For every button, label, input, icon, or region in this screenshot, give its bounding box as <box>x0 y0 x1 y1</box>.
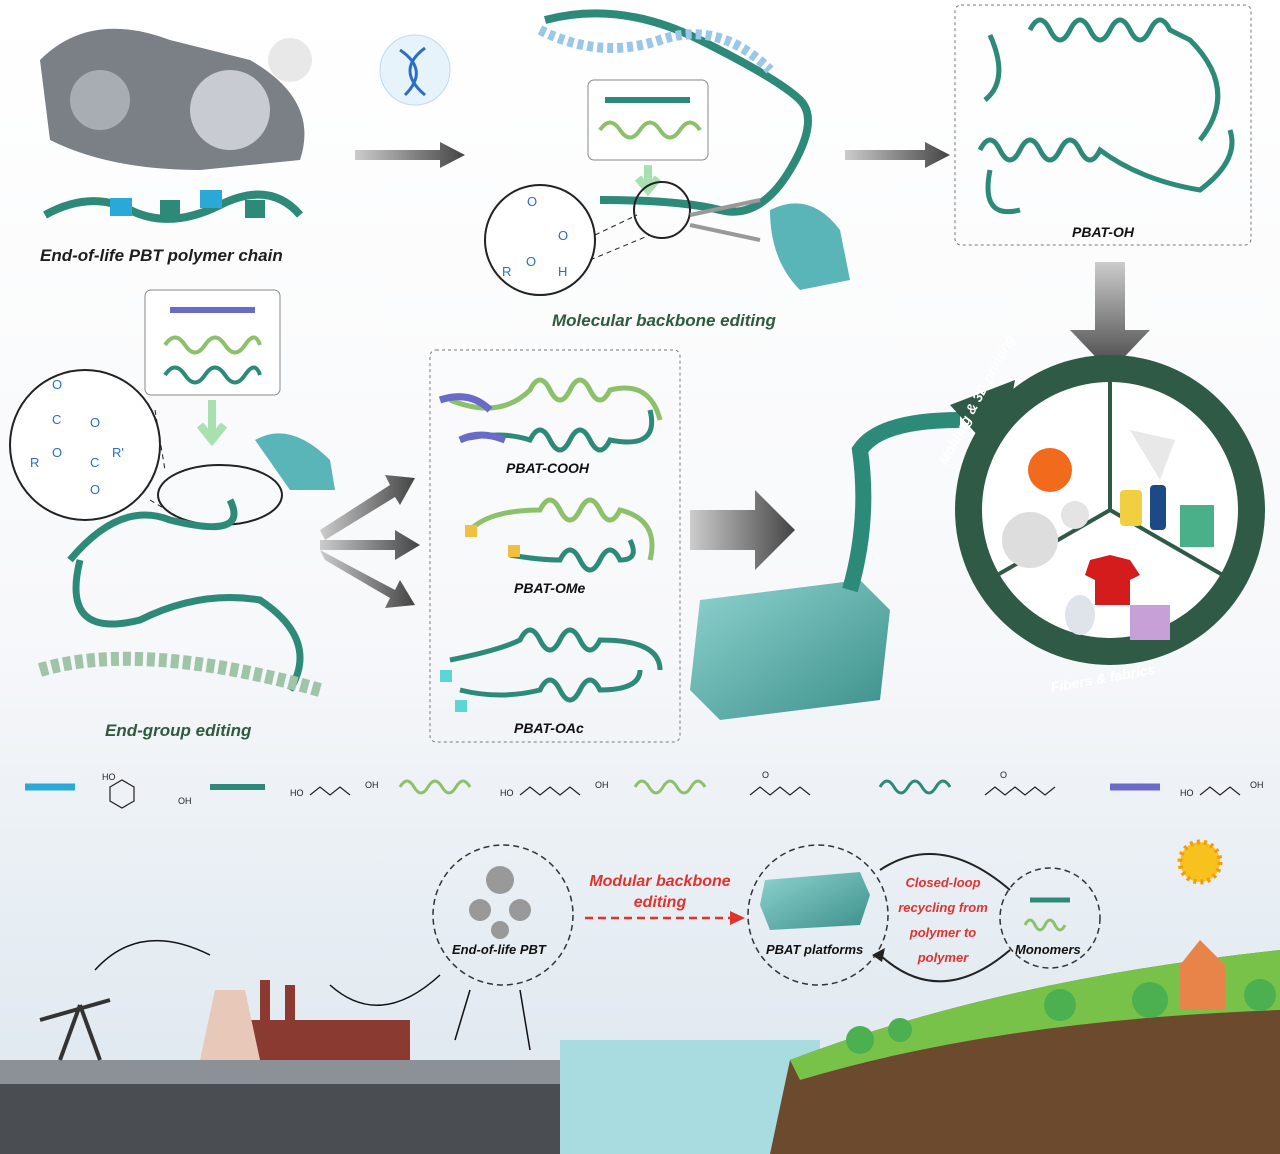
chem-label: HO <box>102 772 116 782</box>
factory-icon <box>250 980 410 1060</box>
inset-atom: R <box>30 455 40 470</box>
eol-pbt-label: End-of-life PBT <box>452 942 546 957</box>
inset-atom: O <box>52 377 63 392</box>
inset-atom: R <box>502 264 512 279</box>
pbat-cooh-label: PBAT-COOH <box>506 460 589 476</box>
arrow-right-icon <box>355 142 465 168</box>
inset-atom: O <box>90 482 101 497</box>
pbt-chain <box>43 190 304 223</box>
inset-atom: O <box>527 194 538 209</box>
chem-label: HO <box>1180 788 1194 798</box>
pbat-oh-label: PBAT-OH <box>1072 224 1134 240</box>
towels-icon <box>1130 605 1170 640</box>
inset-atom: O <box>90 415 101 430</box>
trees-icon <box>846 979 1276 1054</box>
yarn-icon <box>1065 595 1095 635</box>
end-group-inset-circle <box>9 369 161 521</box>
chem-label: HO <box>290 788 304 798</box>
inset-atom: C <box>52 412 62 427</box>
chem-label: OH <box>365 780 379 790</box>
bag-icon <box>1180 505 1214 547</box>
legend-icons <box>25 779 1241 809</box>
closed-loop-line1: Closed-loop <box>905 875 981 890</box>
backbone-inset-circle <box>484 184 596 296</box>
closed-loop-line3: polymer to <box>909 925 977 940</box>
bottle-icon <box>1120 490 1142 526</box>
inset-atom: O <box>52 445 63 460</box>
sun-icon <box>1177 839 1223 885</box>
gloved-hand-icon <box>770 203 850 290</box>
arrow-right-icon <box>845 142 950 168</box>
chem-label: OH <box>1250 780 1264 790</box>
closed-loop-line4: polymer <box>917 950 969 965</box>
closed-loop-line2: recycling from <box>898 900 988 915</box>
inset-atom: R' <box>112 445 124 460</box>
arrow-down-icon <box>1070 262 1150 372</box>
chem-label: OH <box>595 780 609 790</box>
chem-label: HO <box>500 788 514 798</box>
plastic-products-icon <box>40 28 312 170</box>
gloved-hand-icon <box>255 433 335 490</box>
branch-arrows-icon <box>320 475 420 608</box>
pbat-platforms-label: PBAT platforms <box>766 942 864 957</box>
chem-label: O <box>1000 770 1008 780</box>
modular-editing-label-line2: editing <box>633 894 687 911</box>
pbat-platforms-circle <box>747 844 889 986</box>
gears-icon <box>469 866 531 939</box>
arrow-right-icon <box>690 490 795 570</box>
monomers-circle <box>999 867 1101 969</box>
filament-spool-icon <box>1028 448 1072 492</box>
inset-atom: O <box>558 228 569 243</box>
monomer-inset-box <box>587 79 709 161</box>
film-icon <box>1130 430 1175 480</box>
chem-label: OH <box>178 796 192 806</box>
pbt-chain-label: End-of-life PBT polymer chain <box>40 246 283 265</box>
end-group-label: End-group editing <box>105 721 252 740</box>
inset-atom: H <box>558 264 568 279</box>
house-icon <box>1180 940 1225 1010</box>
pbat-oac-label: PBAT-OAc <box>514 720 584 736</box>
scissors-icon <box>689 198 761 242</box>
backbone-editing-label: Molecular backbone editing <box>552 311 776 330</box>
tshirt-icon <box>1085 555 1140 605</box>
modular-editing-label-line1: Modular backbone <box>589 873 731 890</box>
eol-pbt-circle <box>432 844 574 986</box>
chem-label: O <box>762 770 770 780</box>
inset-atom: O <box>526 254 537 269</box>
pbat-ome-label: PBAT-OMe <box>514 580 586 596</box>
inset-atom: C <box>90 455 100 470</box>
pbat-oh-box <box>954 4 1252 246</box>
pbat-material-block <box>690 580 890 720</box>
oil-pump-icon <box>39 998 111 1061</box>
monomers-label: Monomers <box>1015 942 1081 957</box>
